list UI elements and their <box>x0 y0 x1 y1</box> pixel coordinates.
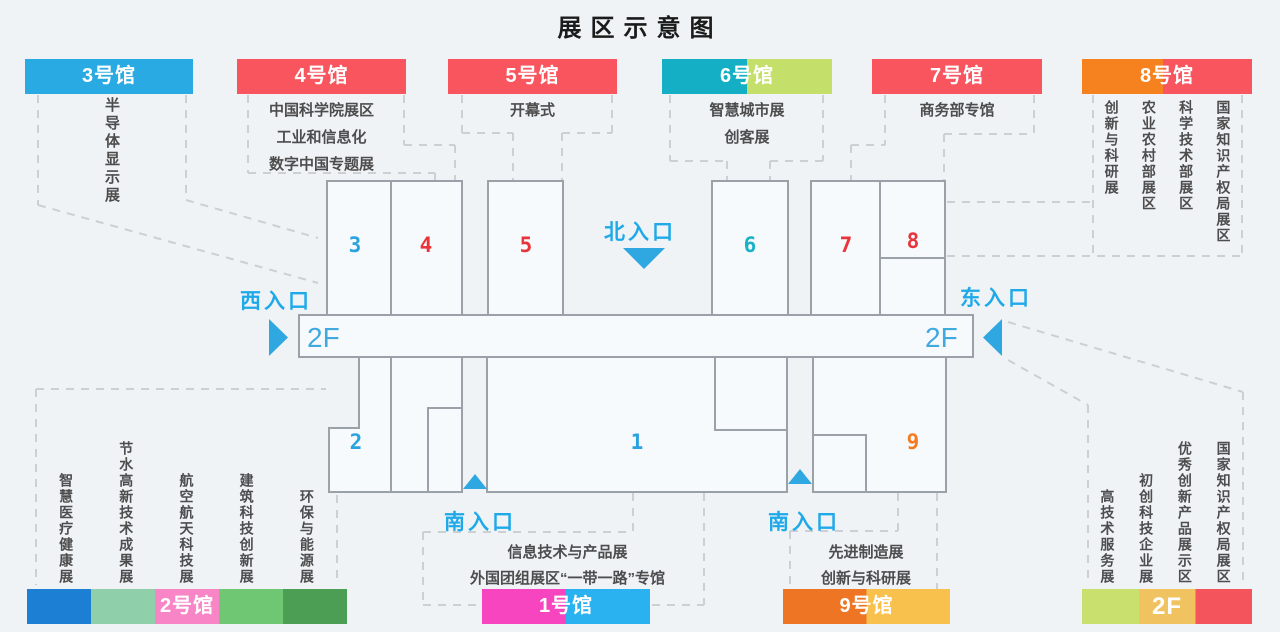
hall1-exhibit-list: 信息技术与产品展 外国团组展区“一带一路”专馆 <box>425 540 710 592</box>
exhibit-line: 开幕式 <box>509 102 555 119</box>
exhibit-column: 科学技术部展区 <box>1178 100 1195 212</box>
exhibit-column: 国家知识产权局展区 <box>1215 441 1232 585</box>
hall-5-number: 5 <box>519 233 533 257</box>
exhibit-column: 初创科技企业展 <box>1138 473 1155 585</box>
exhibit-column: 航空航天科技展 <box>178 473 195 585</box>
exhibit-column: 优秀创新产品展示区 <box>1176 441 1193 585</box>
banner-hall8: 8号馆 <box>1082 59 1252 94</box>
east-entrance-label: 东入口 <box>960 287 1032 310</box>
south-left-entrance-arrow-icon <box>463 474 487 489</box>
north-entrance-arrow-icon <box>623 248 665 269</box>
exhibit-line: 先进制造展 <box>828 544 904 561</box>
hall-2-number: 2 <box>349 430 363 454</box>
north-entrance-label: 北入口 <box>604 221 676 244</box>
hall-7-number: 7 <box>839 233 853 257</box>
floor2-exhibit-list: 高技术服务展 初创科技企业展 优秀创新产品展示区 国家知识产权局展区 <box>1088 428 1243 585</box>
west-entrance-arrow-icon <box>269 319 288 356</box>
exhibit-line: 工业和信息化 <box>276 129 367 146</box>
banner-hall6-label: 6号馆 <box>719 65 775 87</box>
banner-hall2-label: 2号馆 <box>159 595 215 617</box>
hall-8-number: 8 <box>906 229 920 253</box>
banner-hall5: 5号馆 <box>448 59 617 94</box>
hall3-exhibit-list: 半导体显示展 <box>103 97 120 205</box>
banner-hall4-label: 4号馆 <box>294 65 349 87</box>
corridor-2f-label-right: 2F <box>925 322 958 353</box>
exhibit-line: 数字中国专题展 <box>268 156 374 173</box>
east-entrance-arrow-icon <box>983 319 1002 356</box>
exhibit-line: 信息技术与产品展 <box>507 544 628 561</box>
banner-hall1: 1号馆 <box>482 589 650 624</box>
exhibit-column: 智慧医疗健康展 <box>58 473 75 585</box>
banner-hall2: 2号馆 <box>27 589 347 624</box>
exhibit-column: 建筑科技创新展 <box>238 473 255 585</box>
hall-1-number: 1 <box>630 430 644 454</box>
banner-hall9-label: 9号馆 <box>839 595 894 617</box>
building-outlines <box>298 180 974 493</box>
south-left-entrance-label: 南入口 <box>444 511 516 534</box>
exhibit-line: 创新与科研展 <box>820 570 911 587</box>
banner-hall7-label: 7号馆 <box>929 65 985 87</box>
exhibit-line: 商务部专馆 <box>919 102 995 119</box>
banner-hall4: 4号馆 <box>237 59 406 94</box>
banner-hall9: 9号馆 <box>783 589 950 624</box>
banner-hall1-label: 1号馆 <box>538 595 594 617</box>
hall4-exhibit-list: 中国科学院展区 工业和信息化 数字中国专题展 <box>237 97 406 178</box>
hall5-exhibit-list: 开幕式 <box>448 97 617 124</box>
exhibit-line: 中国科学院展区 <box>268 102 374 119</box>
banner-hall3: 3号馆 <box>25 59 193 94</box>
hall8-exhibit-list: 创新与科研展 农业农村部展区 科学技术部展区 国家知识产权局展区 <box>1093 100 1242 250</box>
exhibit-line: 创客展 <box>724 129 770 146</box>
hall2-exhibit-list: 智慧医疗健康展 节水高新技术成果展 航空航天科技展 建筑科技创新展 环保与能源展 <box>36 428 337 585</box>
hall-4-number: 4 <box>419 233 433 257</box>
hall6-exhibit-list: 智慧城市展 创客展 <box>662 97 832 151</box>
hall9-exhibit-list: 先进制造展 创新与科研展 <box>775 540 957 592</box>
south-right-entrance-arrow-icon <box>788 469 812 484</box>
dashed-connectors <box>35 95 1244 606</box>
banner-hall6: 6号馆 <box>662 59 832 94</box>
exhibit-column: 环保与能源展 <box>298 489 315 585</box>
exhibit-column: 节水高新技术成果展 <box>118 441 135 585</box>
banner-floor2: 2F <box>1082 589 1252 624</box>
page-title: 展区示意图 <box>557 15 723 42</box>
south-right-entrance-label: 南入口 <box>768 511 840 534</box>
banner-floor2-label: 2F <box>1151 593 1182 620</box>
banner-hall7: 7号馆 <box>872 59 1042 94</box>
exhibit-column: 高技术服务展 <box>1099 489 1116 585</box>
banner-hall8-label: 8号馆 <box>1139 65 1195 87</box>
hall-9-number: 9 <box>906 430 920 454</box>
hall-6-number: 6 <box>743 233 757 257</box>
exhibit-column: 农业农村部展区 <box>1140 100 1157 212</box>
exhibit-line: 外国团组展区“一带一路”专馆 <box>469 570 665 587</box>
corridor-2f-label-left: 2F <box>307 322 340 353</box>
banner-hall3-label: 3号馆 <box>81 65 137 87</box>
west-entrance-label: 西入口 <box>240 290 312 313</box>
hall7-exhibit-list: 商务部专馆 <box>872 97 1042 124</box>
hall-3-number: 3 <box>348 233 362 257</box>
exhibit-column: 国家知识产权局展区 <box>1215 100 1232 244</box>
banner-hall5-label: 5号馆 <box>505 65 560 87</box>
exhibit-column: 创新与科研展 <box>1103 100 1120 196</box>
exhibit-line: 智慧城市展 <box>709 102 785 119</box>
